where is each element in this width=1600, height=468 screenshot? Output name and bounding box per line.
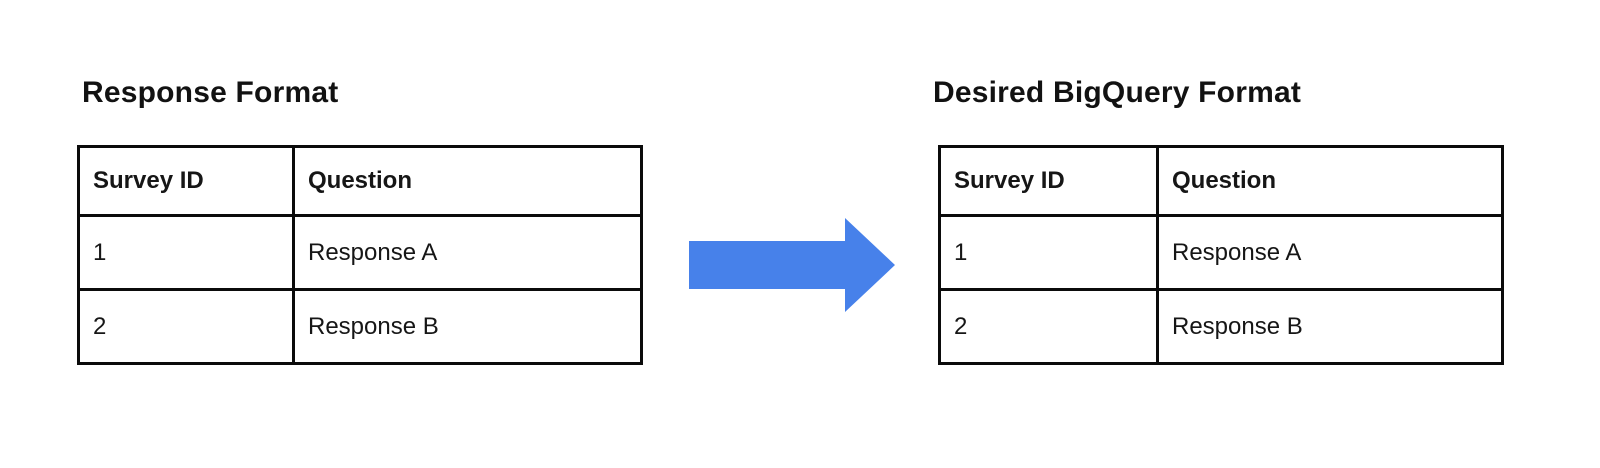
table-row: 1 Response A [77,214,643,291]
table-header-row: Survey ID Question [77,145,643,217]
table-cell-question: Response A [292,214,643,291]
right-arrow-icon [689,218,895,312]
table-cell-survey-id: 2 [77,288,295,365]
left-panel-title: Response Format [82,76,339,109]
table-cell-survey-id: 2 [938,288,1159,365]
table-cell-question: Response A [1156,214,1504,291]
table-row: 2 Response B [938,288,1504,365]
table-row: 1 Response A [938,214,1504,291]
table-cell-survey-id: 1 [77,214,295,291]
table-cell-question: Response B [1156,288,1504,365]
table-header-row: Survey ID Question [938,145,1504,217]
right-panel-title: Desired BigQuery Format [933,76,1302,109]
bigquery-format-table: Survey ID Question 1 Response A 2 Respon… [938,145,1504,365]
table-cell-survey-id: 1 [938,214,1159,291]
response-format-table: Survey ID Question 1 Response A 2 Respon… [77,145,643,365]
table-row: 2 Response B [77,288,643,365]
column-header-question: Question [292,145,643,217]
column-header-survey-id: Survey ID [938,145,1159,217]
column-header-survey-id: Survey ID [77,145,295,217]
column-header-question: Question [1156,145,1504,217]
table-cell-question: Response B [292,288,643,365]
